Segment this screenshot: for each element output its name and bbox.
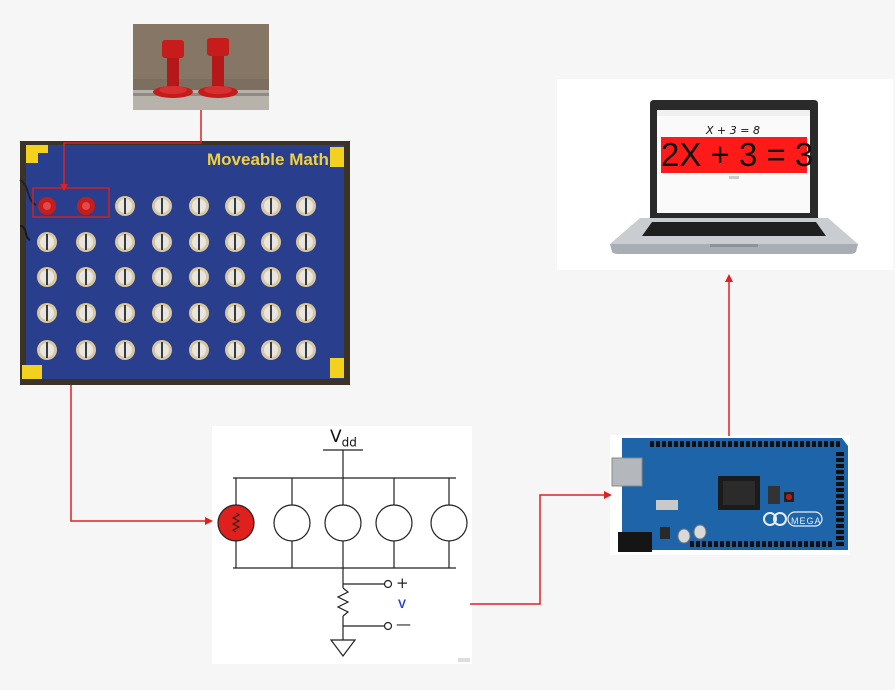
supply-label: Vdd [330,427,357,450]
peg-hole [189,267,209,287]
connector-board-to-circuit [70,385,207,522]
peg-hole [261,232,281,252]
screen-equation-small: X + 3 = 8 [706,124,760,137]
peg-hole [296,303,316,323]
circuit-schematic [212,426,472,664]
laptop [557,79,893,270]
peg-hole [76,232,96,252]
peg-hole [189,196,209,216]
peg-hole [76,267,96,287]
minus-terminal-label: — [396,615,411,633]
peg-hole [37,340,57,360]
pegs-photo [133,24,269,110]
sensor [375,504,413,542]
peg-hole [261,340,281,360]
peg-hole [37,232,57,252]
peg-hole [225,267,245,287]
sensor [324,504,362,542]
peg-hole [115,340,135,360]
connector-circuit-to-arduino [470,494,606,605]
peg-hole [115,303,135,323]
peg-hole [37,303,57,323]
arduino-model-label: MEGA [791,516,822,526]
peg-hole [76,303,96,323]
arduino-board [610,435,850,555]
connector-arrowhead-1 [60,184,68,191]
peg-hole [225,232,245,252]
peg-hole [189,340,209,360]
peg-hole [225,303,245,323]
peg-hole [189,303,209,323]
peg-hole [115,232,135,252]
peg-hole [261,303,281,323]
connector-lines [60,110,733,605]
peg-hole [152,267,172,287]
connector-pegs-to-board [63,110,202,186]
peg-hole [261,196,281,216]
board-title: Moveable Math [207,150,329,169]
pegboard-photo [19,141,350,385]
peg-hole [296,267,316,287]
peg-hole [225,340,245,360]
peg-hole [296,340,316,360]
peg-hole [225,196,245,216]
plus-terminal-label: + [396,574,409,592]
screen-equation-big: 2X + 3 = 3 [661,136,814,173]
peg-hole [152,340,172,360]
peg-hole [152,232,172,252]
peg-hole [296,232,316,252]
output-voltage-label: V [398,597,407,611]
peg-hole [261,267,281,287]
sensor [273,504,311,542]
peg-hole [296,196,316,216]
connector-arrowhead-4 [725,274,733,282]
connector-arrowhead-2 [205,517,213,525]
peg-hole [189,232,209,252]
peg-hole [152,303,172,323]
sensor [430,504,468,542]
peg-hole [76,340,96,360]
peg-hole [37,267,57,287]
peg-hole [115,196,135,216]
connector-arrowhead-3 [604,491,612,499]
peg-hole [152,196,172,216]
peg-hole [115,267,135,287]
